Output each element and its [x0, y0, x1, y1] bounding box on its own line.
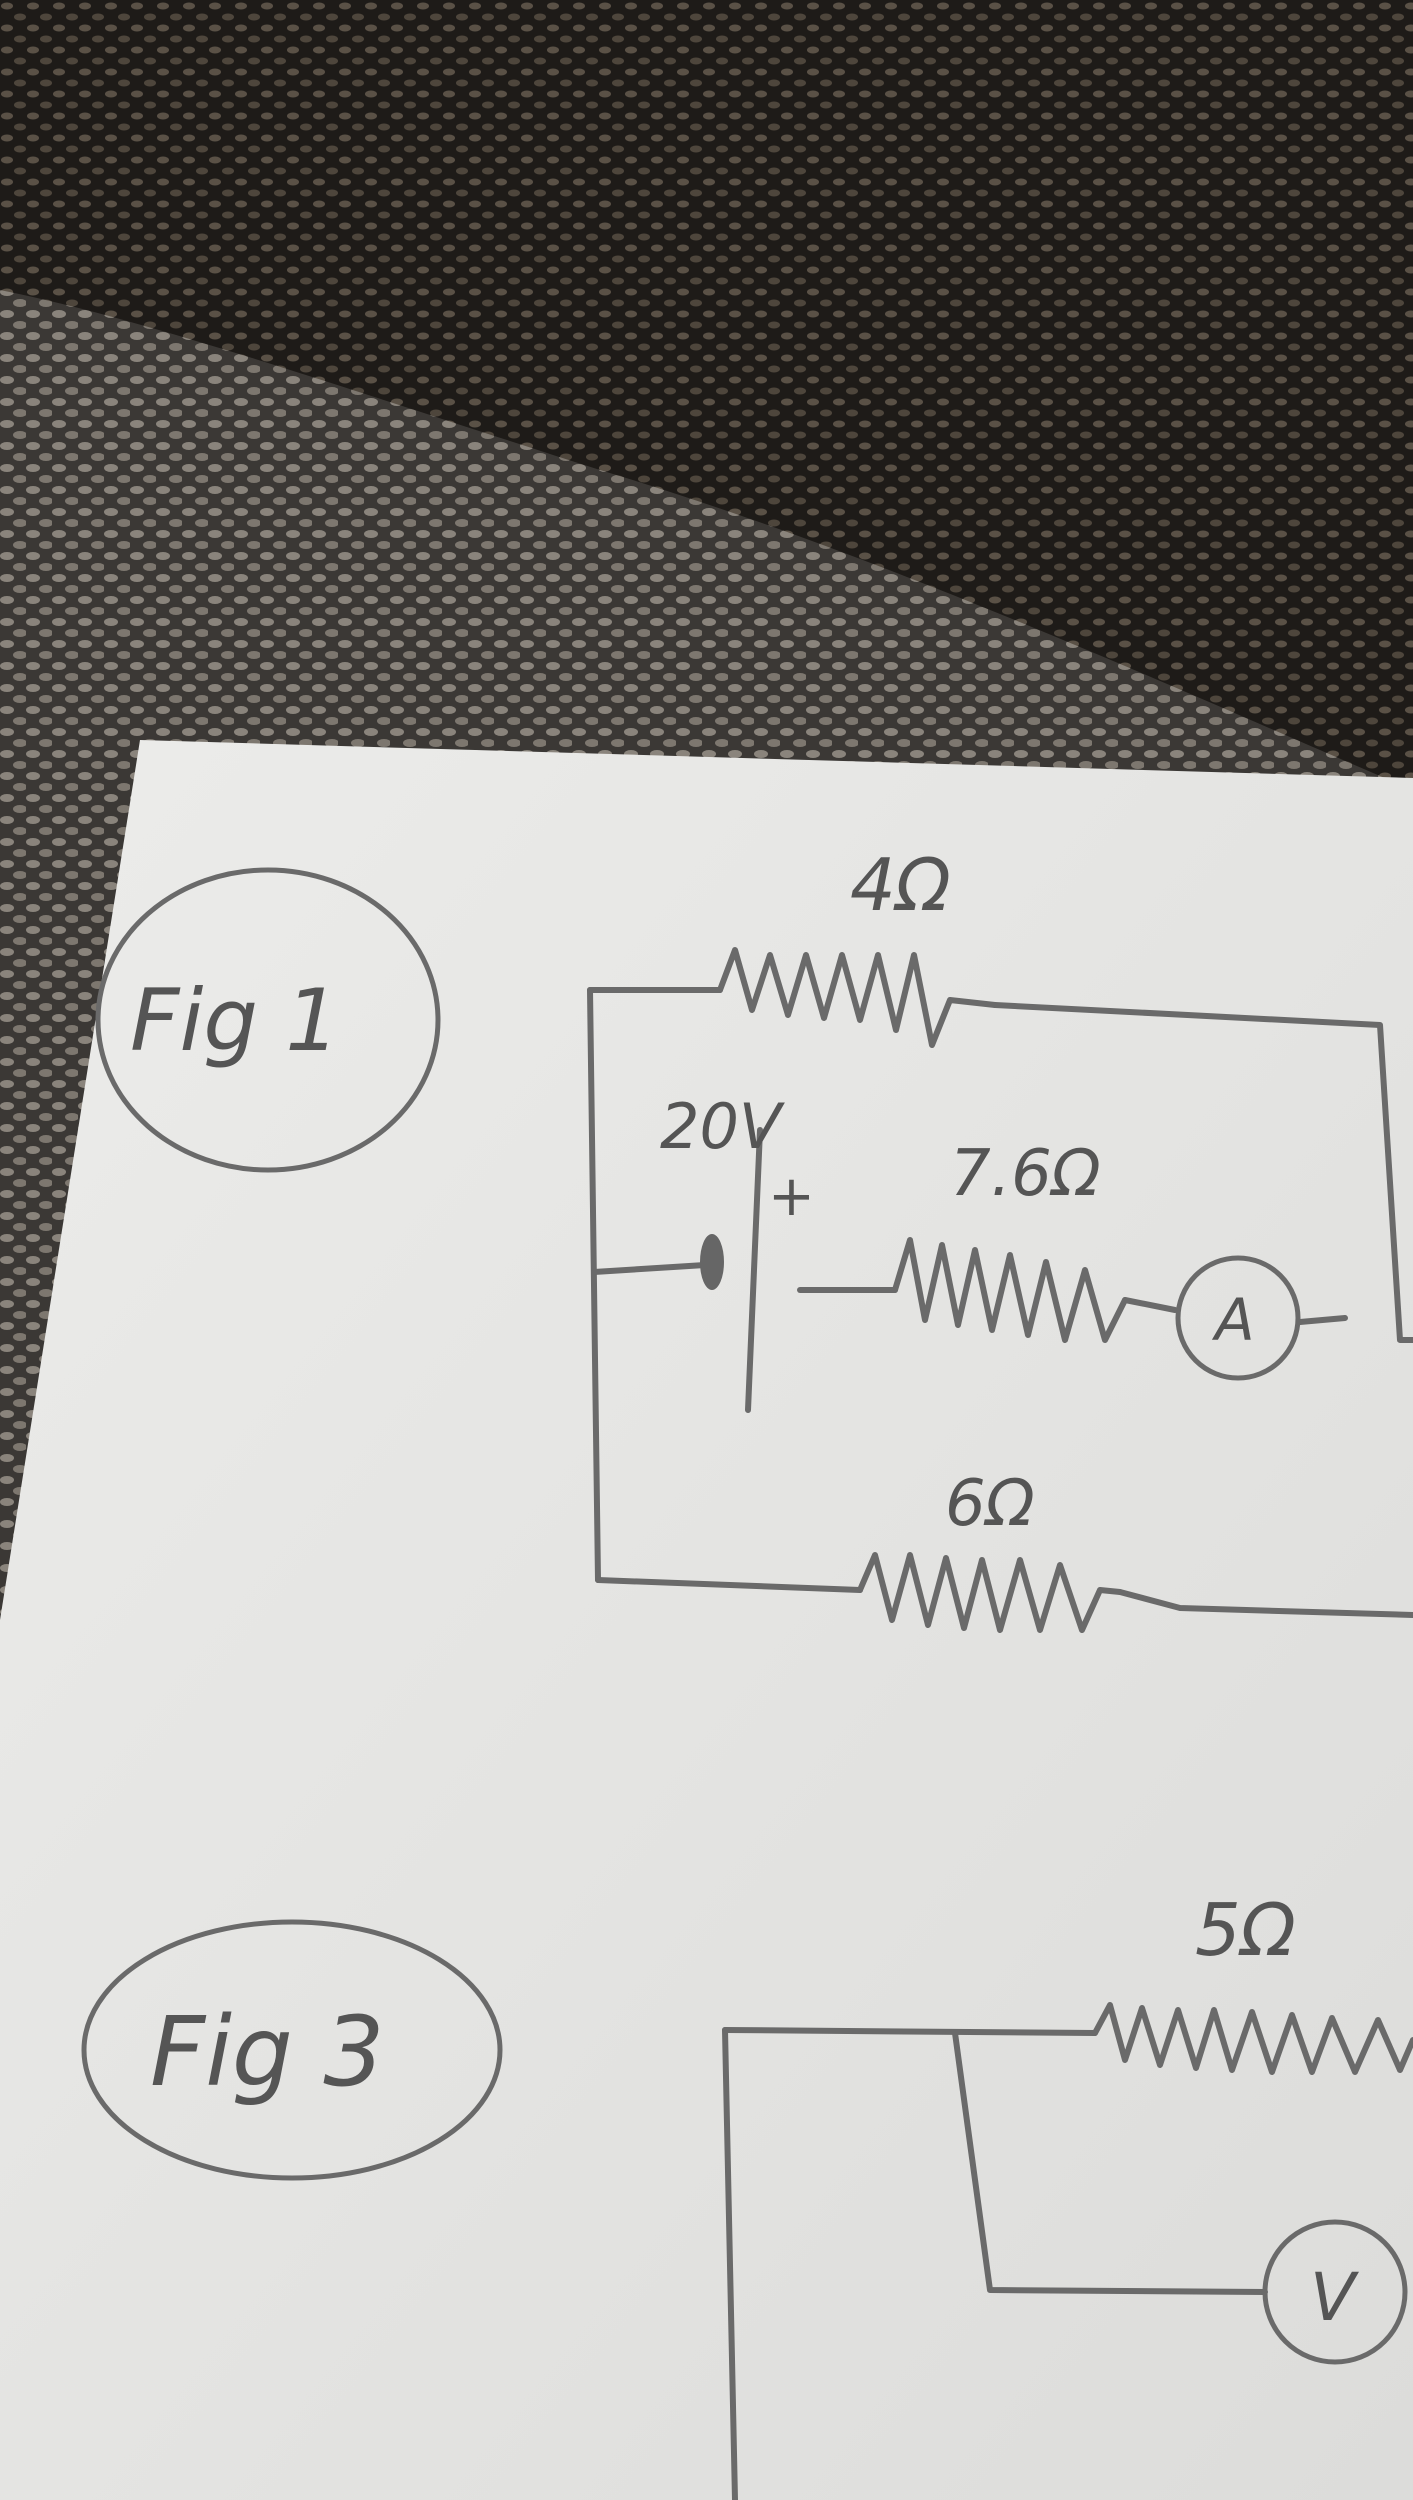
fig1-wire-bottom-right: [1117, 1589, 1413, 1618]
fig3-label-circle: [81, 1919, 503, 2181]
fabric-shadow: [0, 0, 1413, 790]
fig1-wire-battery-left: [591, 1262, 708, 1275]
fig3-wire-top: [722, 2027, 1098, 2036]
fig3-wire-left: [722, 2027, 738, 2500]
fig1-wire-ammeter-right: [1297, 1315, 1348, 1325]
fig1-resistor-4: [717, 947, 998, 1048]
fig1-battery-long-plate: [745, 1127, 763, 1413]
fig3-wire-branch: [952, 2030, 1268, 2295]
fig3-resistor-5-label: 5Ω: [1195, 1888, 1296, 1972]
fig3-voltmeter: [1262, 2219, 1408, 2365]
fig1-wire-left: [587, 987, 601, 1583]
fig1-ammeter: [1175, 1255, 1301, 1381]
fig3-voltmeter-symbol: V: [1310, 2259, 1359, 2336]
fig1-wire-top-right: [992, 1002, 1413, 1343]
fig1-wire-bottom-left: [595, 1577, 863, 1593]
fig1-resistor-4-label: 4Ω: [850, 843, 951, 927]
fig1-resistor-7-6-label: 7.6Ω: [950, 1137, 1101, 1211]
fig1-wire-ammeter-left: [1122, 1297, 1178, 1313]
fig1-battery-voltage: 20V: [660, 1090, 786, 1163]
fig1-label: Fig 1: [130, 971, 340, 1071]
figure-1: Fig 1 4Ω 20V + 7.6Ω A 6Ω: [95, 843, 1413, 1633]
fig3-resistor-5: [1092, 2002, 1413, 2075]
fig1-resistor-6-label: 6Ω: [945, 1467, 1035, 1541]
paper-sheet: [0, 740, 1413, 2500]
fig3-label: Fig 3: [150, 1996, 384, 2108]
fig1-label-circle: [95, 867, 441, 1173]
fig1-resistor-7-6: [892, 1237, 1128, 1343]
fig1-ammeter-symbol: A: [1211, 1286, 1255, 1354]
fig1-battery-short-plate: [700, 1234, 724, 1290]
fig1-resistor-6: [857, 1552, 1123, 1633]
figure-3: Fig 3 5Ω V: [81, 1888, 1413, 2500]
fig1-battery-polarity: +: [768, 1164, 815, 1229]
